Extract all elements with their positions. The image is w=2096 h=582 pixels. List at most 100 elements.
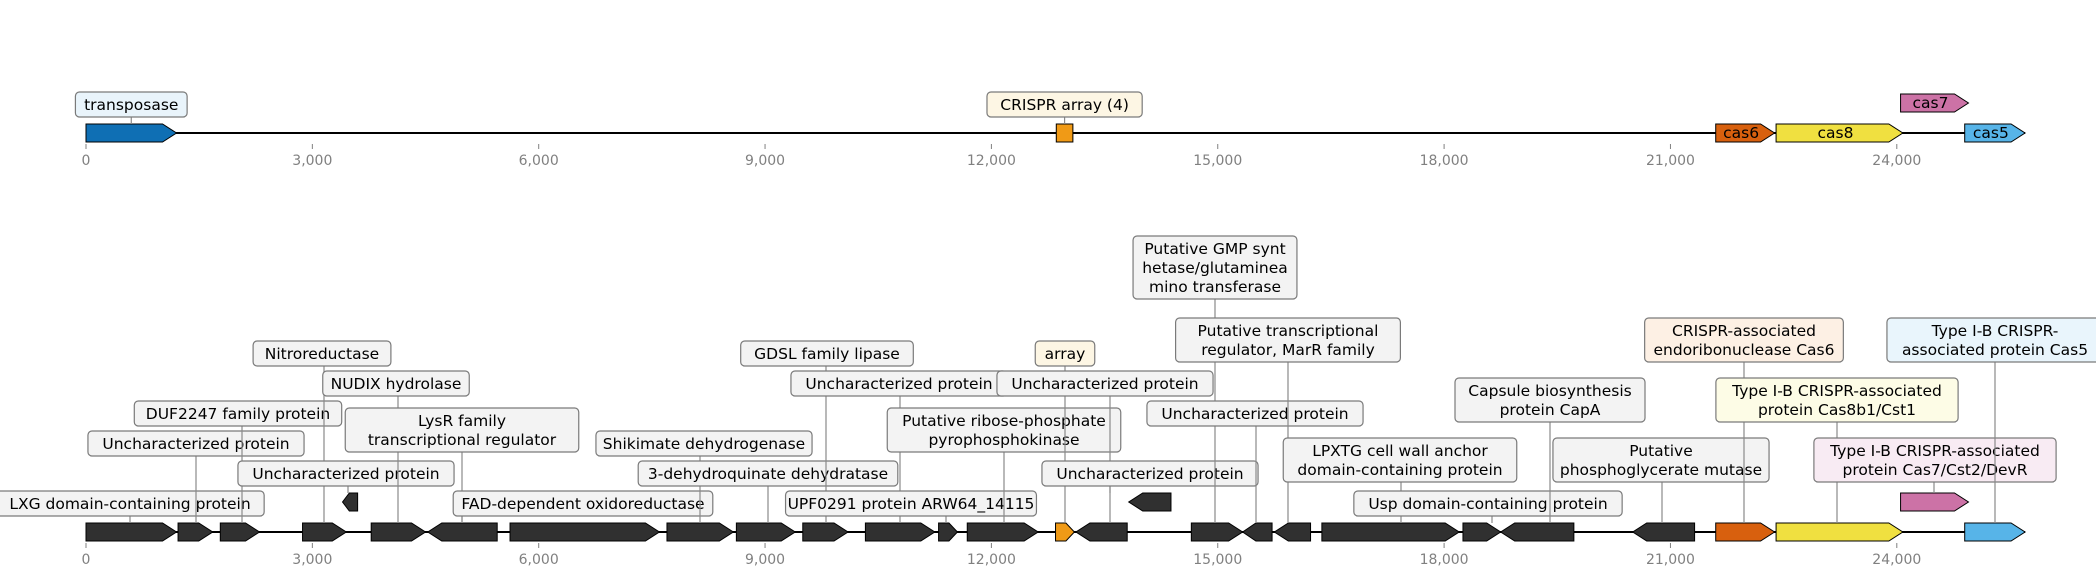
gene-arrow[interactable] [1900,492,1970,512]
gene-arrow[interactable] [966,522,1040,542]
track2-tick-label: 0 [82,552,91,568]
gene-arrow[interactable] [370,522,427,542]
cas6-gene-arrow[interactable] [1715,123,1776,143]
label-text: Putative GMP synt [1144,240,1285,258]
gene-arrow[interactable] [219,522,261,542]
label-text: 3-dehydroquinate dehydratase [648,465,888,483]
gene-annotation-label[interactable]: Uncharacterized protein [1041,460,1259,493]
gene-arrow[interactable] [85,522,178,542]
gene-annotation-label[interactable]: Type I-B CRISPR-associated protein Cas5 [1886,317,2096,523]
gene-annotation-label[interactable]: NUDIX hydrolase [322,370,470,523]
label-text: CRISPR array (4) [1000,96,1129,114]
track2-tick-label: 15,000 [1193,552,1242,568]
label-text: Uncharacterized protein [1056,465,1243,483]
gene-arrow[interactable] [1127,492,1172,512]
gene-arrow[interactable] [302,522,348,542]
label-text: UPF0291 protein ARW64_14115 [788,495,1035,514]
track1-tick-label: 18,000 [1420,153,1469,169]
cas7-gene-label: cas7 [1913,94,1949,112]
gene-arrow[interactable] [1074,522,1128,542]
gene-arrow[interactable] [1055,522,1076,542]
label-box [74,91,188,118]
gene-arrow[interactable] [177,522,214,542]
gene-annotation-label[interactable]: FAD-dependent oxidoreductase [452,490,714,523]
label-box [0,490,265,517]
gene-annotation-label[interactable]: Uncharacterized protein [87,430,305,523]
label-box [886,407,1122,453]
gene-arrow[interactable] [1499,522,1575,542]
label-box [1174,317,1401,363]
gene-annotation-label[interactable]: DUF2247 family protein [133,400,343,523]
gene-arrow[interactable] [1241,522,1273,542]
gene-arrow[interactable] [666,522,735,542]
label-text: pyrophosphokinase [928,431,1079,449]
label-text: Uncharacterized protein [1161,405,1348,423]
gene-arrow[interactable] [864,522,936,542]
label-box [996,370,1214,397]
track2-tick-label: 9,000 [745,552,785,568]
label-box [1715,377,1959,423]
gene-arrow[interactable] [509,522,661,542]
gene-annotation-label[interactable]: Nitroreductase [252,340,392,523]
gene-arrow[interactable] [1715,522,1776,542]
gene-annotation-label[interactable]: array [1034,340,1096,523]
label-box [1041,460,1259,487]
transposase-label[interactable]: transposase [74,91,188,124]
gene-annotation-label[interactable]: 3-dehydroquinate dehydratase [637,460,899,523]
label-box [1034,340,1096,367]
gene-annotation-label[interactable]: Uncharacterized protein [237,460,455,493]
gene-arrow[interactable] [341,492,359,512]
label-text: Uncharacterized protein [1011,375,1198,393]
label-text: domain-containing protein [1297,461,1502,479]
gene-arrow[interactable] [1462,522,1502,542]
label-text: LysR family [418,412,506,430]
label-text: CRISPR-associated [1672,322,1816,340]
gene-arrow[interactable] [1321,522,1461,542]
gene-arrow[interactable] [735,522,797,542]
CRISPR array (4)-label[interactable]: CRISPR array (4) [986,91,1143,124]
gene-annotation-label[interactable]: Usp domain-containing protein [1353,490,1623,523]
gene-annotation-label[interactable]: Shikimate dehydrogenase [595,430,813,523]
gene-arrow[interactable] [426,522,498,542]
label-box [252,340,392,367]
label-box [1644,317,1844,363]
label-text: NUDIX hydrolase [331,375,462,393]
gene-arrow[interactable] [1273,522,1312,542]
gene-arrow[interactable] [938,522,959,542]
cas5-gene-label: cas5 [1973,124,2009,142]
label-text: array [1045,345,1086,363]
label-box [637,460,899,487]
cas8-gene-arrow[interactable] [1775,123,1904,143]
transposase-gene-arrow[interactable] [85,123,178,143]
label-text: Type I-B CRISPR-associated [1731,382,1942,400]
label-text: associated protein Cas5 [1902,341,2088,359]
gene-arrow[interactable] [1631,522,1696,542]
label-text: LXG domain-containing protein [9,495,250,513]
gene-annotation-label[interactable]: Uncharacterized protein [996,370,1214,523]
gene-annotation-label[interactable]: Putative ribose-phosphatepyrophosphokina… [886,407,1122,523]
gene-annotation-label[interactable]: Uncharacterized protein [1146,400,1364,523]
cas7-gene-arrow[interactable] [1900,93,1970,113]
gene-annotation-label[interactable]: LPXTG cell wall anchordomain-containing … [1282,437,1518,523]
label-text: protein Cas8b1/Cst1 [1758,401,1916,419]
gene-annotation-label[interactable]: UPF0291 protein ARW64_14115 [784,490,1038,523]
track2-tick-label: 18,000 [1420,552,1469,568]
gene-arrow[interactable] [802,522,849,542]
gene-annotation-label[interactable]: LXG domain-containing protein [0,490,265,523]
gene-arrow[interactable] [1964,522,2026,542]
gene-arrow[interactable] [1190,522,1244,542]
label-box [1282,437,1518,483]
crispr-array-box[interactable] [1055,123,1074,143]
gene-arrow[interactable] [1775,522,1904,542]
track2-tick-label: 12,000 [967,552,1016,568]
label-box [322,370,470,397]
cas5-gene-arrow[interactable] [1964,123,2026,143]
